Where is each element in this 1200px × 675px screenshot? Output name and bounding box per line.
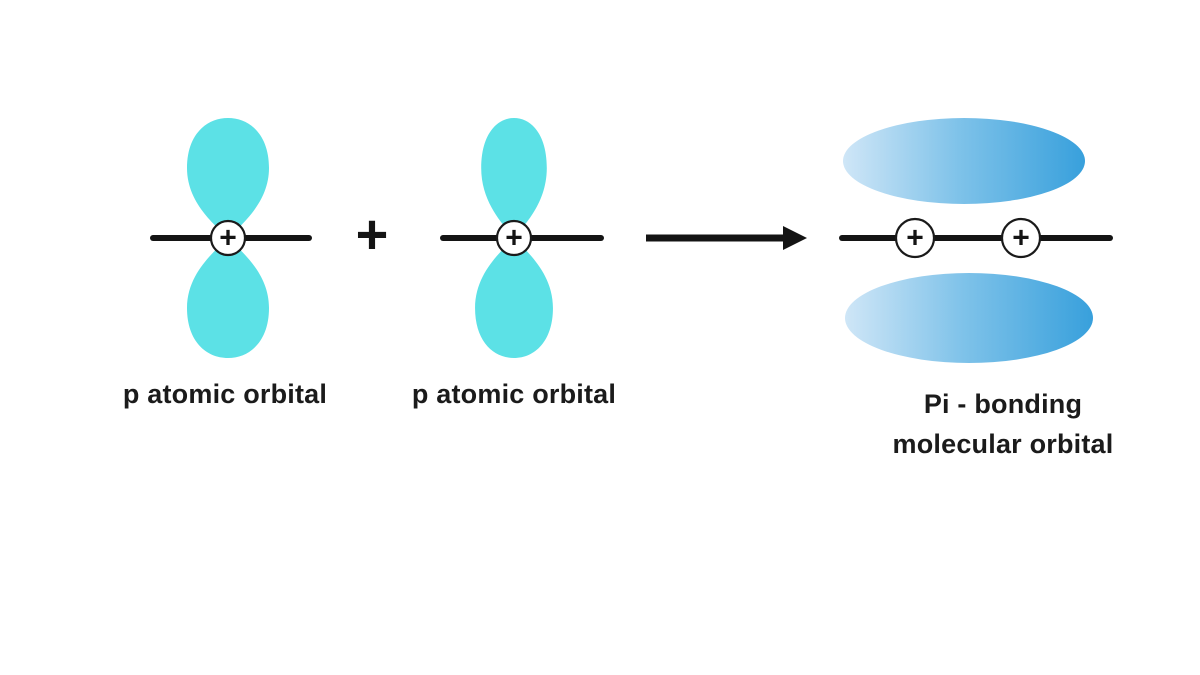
- label-p-orbital-middle: p atomic orbital: [411, 379, 617, 409]
- pi-mo-nucleus-left-circle: [894, 217, 936, 259]
- combine-plus-operator: +: [356, 203, 389, 266]
- p-orbital-left-plus-sign: +: [219, 222, 237, 255]
- reaction-arrow: [646, 226, 807, 250]
- label-p-orbital-left: p atomic orbital: [122, 379, 328, 409]
- pi-molecular-orbital: + +: [839, 118, 1113, 363]
- label-pi-bonding-line1: Pi - bonding: [923, 389, 1083, 419]
- pi-mo-nucleus-right-circle: [1000, 217, 1042, 259]
- pi-mo-nucleus-left-plus-sign: +: [906, 222, 924, 255]
- pi-mo-lower-lobe: [845, 273, 1093, 363]
- label-pi-bonding-line2: molecular orbital: [892, 429, 1114, 459]
- p-orbital-left: +: [150, 118, 312, 358]
- p-orbital-middle: +: [440, 118, 604, 358]
- p-orbital-middle-nucleus-circle: [495, 219, 533, 257]
- pi-mo-nucleus-right-plus-sign: +: [1012, 222, 1030, 255]
- label-pi-molecular-orbital: Pi - bonding molecular orbital: [853, 384, 1153, 464]
- pi-mo-upper-lobe: [843, 118, 1085, 204]
- reaction-arrow-head: [783, 226, 807, 250]
- p-orbital-left-nucleus-circle: [209, 219, 247, 257]
- p-orbital-middle-plus-sign: +: [505, 222, 523, 255]
